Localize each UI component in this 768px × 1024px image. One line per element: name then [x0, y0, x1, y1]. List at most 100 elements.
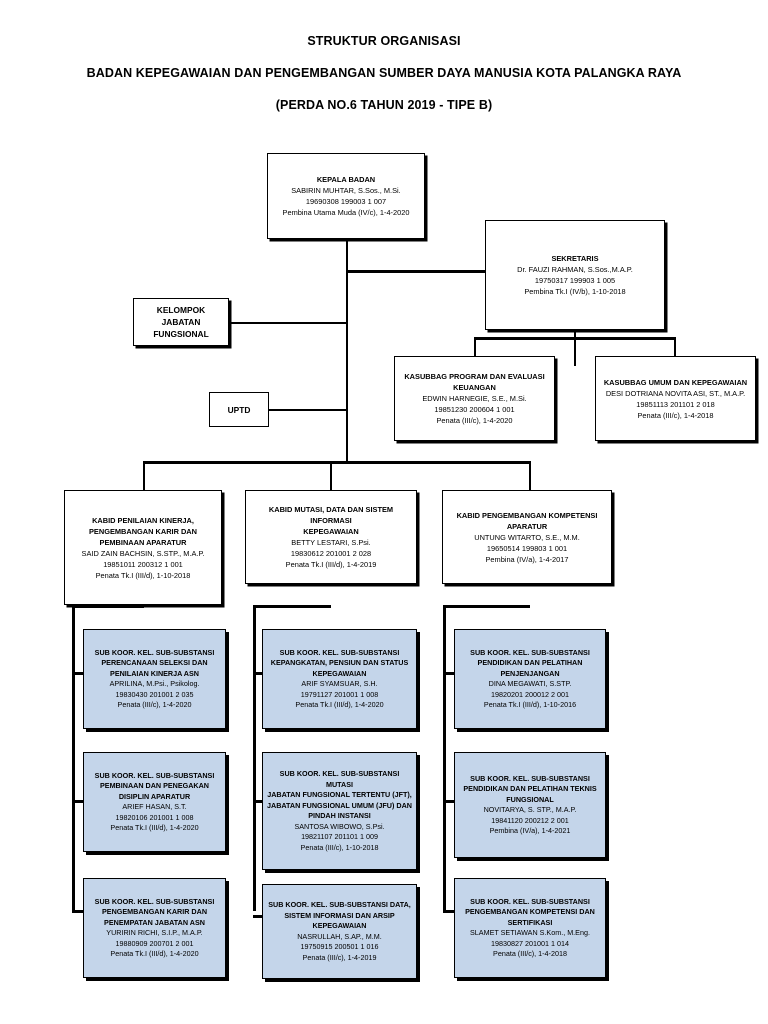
kabid2-title-b: KEPEGAWAIAN	[303, 527, 359, 536]
connector-col1-spine	[72, 605, 75, 911]
connector-uptd	[268, 409, 347, 411]
node-sub-perencanaan-seleksi-penilaian-kinerja-asn[interactable]: SUB KOOR. KEL. SUB-SUBSTANSI PERENCANAAN…	[83, 629, 226, 729]
sub1a-name: APRILINA, M.Psi., Psikolog.	[109, 679, 200, 688]
sub3b-name: NOVITARYA, S. STP., M.A.P.	[483, 805, 577, 814]
connector-kelompok-jabatan	[228, 322, 347, 324]
connector-sekretaris-down	[574, 330, 576, 366]
sub3a-nip: 19820201 200012 2 001	[491, 689, 569, 699]
sub1c-name: YURIRIN RICHI, S.I.P., M.A.P.	[106, 928, 203, 937]
kabid3-name: UNTUNG WITARTO, S.E., M.M.	[474, 532, 580, 542]
node-kasubbag-umum-kepegawaian[interactable]: KASUBBAG UMUM DAN KEPEGAWAIAN DESI DOTRI…	[595, 356, 756, 441]
sub2b-title-b: JABATAN FUNGSIONAL TERTENTU (JFT),	[267, 790, 412, 799]
kelompok-jabatan-title-a: KELOMPOK JABATAN	[156, 305, 206, 327]
sub2b-title-c: JABATAN FUNGSIONAL UMUM (JFU) DAN	[267, 800, 412, 810]
sub3c-name: SLAMET SETIAWAN S.Kom., M.Eng.	[470, 928, 590, 937]
kepala-badan-nip: 19690308 199003 1 007	[305, 197, 387, 206]
kepala-badan-name: SABIRIN MUHTAR, S.Sos., M.Si.	[291, 186, 401, 195]
kabid3-title-b: APARATUR	[506, 521, 548, 531]
kelompok-jabatan-title-b: FUNGSIONAL	[153, 329, 209, 339]
node-sub-pembinaan-penegakan-disiplin-aparatur[interactable]: SUB KOOR. KEL. SUB-SUBSTANSI PEMBINAAN D…	[83, 752, 226, 852]
sub1c-rank: Penata Tk.I (III/d), 1-4-2020	[110, 949, 199, 958]
sub2a-name: ARIF SYAMSUAR, S.H.	[301, 679, 378, 688]
sub3a-title-b: PENDIDIKAN DAN PELATIHAN	[477, 658, 583, 667]
node-kabid-pengembangan-kompetensi[interactable]: KABID PENGEMBANGAN KOMPETENSI APARATUR U…	[442, 490, 612, 584]
kabid3-nip: 19650514 199803 1 001	[486, 543, 568, 553]
connector-kepala-to-sekretaris	[346, 270, 575, 273]
sekretaris-rank: Pembina Tk.I (IV/b), 1-10-2018	[524, 287, 626, 296]
kasubbag-program-nip: 19851230 200604 1 001	[434, 405, 515, 414]
sub2c-title-b: SISTEM INFORMASI DAN ARSIP	[284, 910, 395, 920]
kabid1-rank: Penata Tk.I (III/d), 1-10-2018	[95, 570, 191, 580]
connector-sekretaris-bus	[474, 337, 675, 340]
sub2b-title-d: PINDAH INSTANSI	[308, 811, 371, 820]
kabid2-rank: Penata Tk.I (III/d), 1-4-2019	[285, 560, 377, 569]
sub2a-rank: Penata Tk.I (III/d), 1-4-2020	[295, 700, 384, 709]
kabid1-title-a: KABID PENILAIAN KINERJA,	[92, 515, 194, 525]
connector-spine-main	[346, 239, 348, 461]
kabid2-nip: 19830612 201001 2 028	[290, 549, 372, 558]
kabid3-title-a: KABID PENGEMBANGAN KOMPETENSI	[456, 510, 598, 520]
title-line-1: STRUKTUR ORGANISASI	[307, 34, 461, 48]
kabid1-title-c: PEMBINAAN APARATUR	[99, 537, 187, 547]
connector-col3-to-sub3c	[443, 910, 457, 913]
sub2b-nip: 19821107 201101 1 009	[301, 832, 378, 841]
kabid1-name: SAID ZAIN BACHSIN, S.STP., M.A.P.	[81, 548, 205, 558]
sub3a-rank: Penata Tk.I (III/d), 1-10-2016	[483, 700, 577, 709]
node-sub-mutasi-jabatan-fungsional-pindah-instansi[interactable]: SUB KOOR. KEL. SUB-SUBSTANSI MUTASI JABA…	[262, 752, 417, 870]
sub2a-title-a: SUB KOOR. KEL. SUB-SUBSTANSI	[279, 647, 400, 657]
node-sub-pengembangan-karir-penempatan-jabatan-asn[interactable]: SUB KOOR. KEL. SUB-SUBSTANSI PENGEMBANGA…	[83, 878, 226, 978]
connector-kabid3-drop	[529, 461, 531, 490]
sub2b-rank: Penata (III/c), 1-10-2018	[300, 842, 379, 852]
connector-kabid2-drop	[330, 461, 332, 490]
sub2c-name: NASRULLAH, S.AP., M.M.	[297, 931, 382, 941]
sub1a-title-a: SUB KOOR. KEL. SUB-SUBSTANSI	[94, 647, 215, 657]
kasubbag-program-title-b: KEUANGAN	[453, 383, 496, 392]
node-kelompok-jabatan-fungsional[interactable]: KELOMPOK JABATAN FUNGSIONAL	[133, 298, 229, 346]
kepala-badan-rank: Pembina Utama Muda (IV/c), 1-4-2020	[282, 208, 410, 217]
sub1b-nip: 19820106 201001 1 008	[115, 812, 194, 822]
connector-kabid1-drop	[143, 461, 145, 490]
kasubbag-program-name: EDWIN HARNEGIE, S.E., M.Si.	[422, 394, 527, 403]
title-line-2: BADAN KEPEGAWAIAN DAN PENGEMBANGAN SUMBE…	[86, 66, 682, 80]
kasubbag-umum-title-a: KASUBBAG UMUM DAN KEPEGAWAIAN	[603, 377, 748, 387]
sub3c-title-b: PENGEMBANGAN KOMPETENSI DAN	[465, 907, 595, 916]
connector-col3-to-sub3b	[443, 800, 457, 803]
connector-col1-to-sub1c	[72, 910, 86, 913]
kepala-badan-title: KEPALA BADAN	[316, 175, 376, 184]
kabid1-title-b: PENGEMBANGAN KARIR DAN	[89, 526, 197, 536]
node-sub-kepangkatan-pensiun-status-kepegawaian[interactable]: SUB KOOR. KEL. SUB-SUBSTANSI KEPANGKATAN…	[262, 629, 417, 729]
kasubbag-program-rank: Penata (III/c), 1-4-2020	[436, 416, 513, 425]
node-sub-pendidikan-pelatihan-teknis-fungsional[interactable]: SUB KOOR. KEL. SUB-SUBSTANSI PENDIDIKAN …	[454, 752, 606, 858]
node-sub-data-sistem-informasi-arsip-kepegawaian[interactable]: SUB KOOR. KEL. SUB-SUBSTANSI DATA, SISTE…	[262, 884, 417, 979]
sub2a-title-b: KEPANGKATAN, PENSIUN DAN STATUS	[270, 658, 409, 667]
node-kabid-mutasi-data-sistem-informasi[interactable]: KABID MUTASI, DATA DAN SISTEM INFORMASI …	[245, 490, 417, 584]
node-kepala-badan[interactable]: KEPALA BADAN SABIRIN MUHTAR, S.Sos., M.S…	[267, 153, 425, 239]
kabid2-title-a: KABID MUTASI, DATA DAN SISTEM INFORMASI	[268, 505, 394, 525]
connector-col3-spine	[443, 605, 446, 911]
kabid3-rank: Pembina (IV/a), 1-4-2017	[485, 554, 569, 564]
uptd-title: UPTD	[227, 404, 251, 415]
sub2c-rank: Penata (III/c), 1-4-2019	[302, 952, 377, 962]
sub1c-title-a: SUB KOOR. KEL. SUB-SUBSTANSI	[94, 896, 215, 906]
sub3c-title-a: SUB KOOR. KEL. SUB-SUBSTANSI	[470, 896, 590, 906]
sub1b-title-b: PEMBINAAN DAN PENEGAKAN	[99, 781, 210, 790]
node-sub-pendidikan-pelatihan-penjenjangan[interactable]: SUB KOOR. KEL. SUB-SUBSTANSI PENDIDIKAN …	[454, 629, 606, 729]
connector-col2-to-sub2c	[253, 915, 265, 918]
connector-col2-to-sub2b	[253, 800, 265, 803]
sub3b-title-b: PENDIDIKAN DAN PELATIHAN TEKNIS	[463, 784, 597, 793]
sub3a-title-a: SUB KOOR. KEL. SUB-SUBSTANSI	[470, 647, 590, 657]
sub1a-title-b: PERENCANAAN SELEKSI DAN	[101, 658, 208, 667]
node-sekretaris[interactable]: SEKRETARIS Dr. FAUZI RAHMAN, S.Sos.,M.A.…	[485, 220, 665, 330]
node-uptd[interactable]: UPTD	[209, 392, 269, 427]
node-sub-pengembangan-kompetensi-sertifikasi[interactable]: SUB KOOR. KEL. SUB-SUBSTANSI PENGEMBANGA…	[454, 878, 606, 978]
connector-kasubbag-program-drop	[474, 337, 476, 357]
sub1a-title-c: PENILAIAN KINERJA ASN	[110, 668, 199, 678]
sub2c-nip: 19750915 200501 1 016	[300, 942, 379, 951]
kasubbag-program-title-a: KASUBBAG PROGRAM DAN EVALUASI	[404, 372, 545, 381]
node-kasubbag-program-evaluasi-keuangan[interactable]: KASUBBAG PROGRAM DAN EVALUASI KEUANGAN E…	[394, 356, 555, 441]
sub3b-rank: Pembina (IV/a), 1-4-2021	[489, 826, 571, 835]
sub3b-nip: 19841120 200212 2 001	[491, 815, 569, 825]
kasubbag-umum-name: DESI DOTRIANA NOVITA ASI, ST., M.A.P.	[605, 388, 746, 398]
node-kabid-penilaian-kinerja[interactable]: KABID PENILAIAN KINERJA, PENGEMBANGAN KA…	[64, 490, 222, 605]
sub1b-rank: Penata Tk.I (III/d), 1-4-2020	[110, 823, 199, 832]
